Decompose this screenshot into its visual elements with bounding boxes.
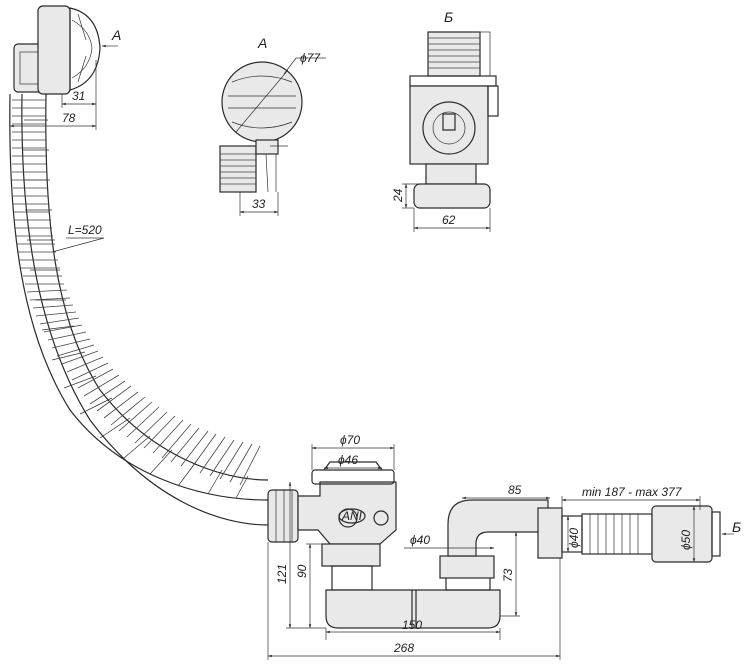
arrow-b-label: Б [732, 519, 741, 535]
dim-150: 150 [402, 618, 422, 632]
siphon-assembly: ANI [267, 461, 721, 629]
flexible-hose [9, 93, 269, 526]
overflow-assembly [13, 5, 101, 95]
dim-31: 31 [72, 89, 85, 103]
dim-121: 121 [275, 564, 289, 584]
dim-70: ϕ70 [340, 433, 360, 447]
dim-85: 85 [508, 483, 522, 497]
dim-62: 62 [442, 213, 456, 227]
view-a-detail [219, 61, 303, 193]
dim-78: 78 [62, 111, 76, 125]
dim-33: 33 [252, 197, 266, 211]
dim-24: 24 [391, 188, 405, 203]
dim-90: 90 [295, 564, 309, 578]
dim-range: min 187 - max 377 [582, 485, 683, 499]
view-b-title: Б [444, 9, 453, 25]
dim-length: L=520 [68, 223, 102, 237]
dim-50: ϕ50 [679, 530, 693, 550]
dim-73: 73 [501, 568, 515, 582]
arrow-a-label: А [111, 27, 121, 43]
labels: А А Б Б 31 78 L=520 ϕ77 33 24 62 ϕ70 ϕ46… [62, 9, 741, 655]
dimension-lines [9, 44, 734, 660]
dim-46: ϕ46 [338, 453, 358, 467]
view-b-detail [409, 31, 499, 209]
dim-40-left: ϕ40 [410, 533, 430, 547]
view-a-title: А [257, 35, 267, 51]
dim-40-right: ϕ40 [567, 528, 581, 548]
dim-77: ϕ77 [300, 51, 321, 65]
brand-logo-text: ANI [341, 509, 363, 523]
dim-268: 268 [393, 641, 414, 655]
